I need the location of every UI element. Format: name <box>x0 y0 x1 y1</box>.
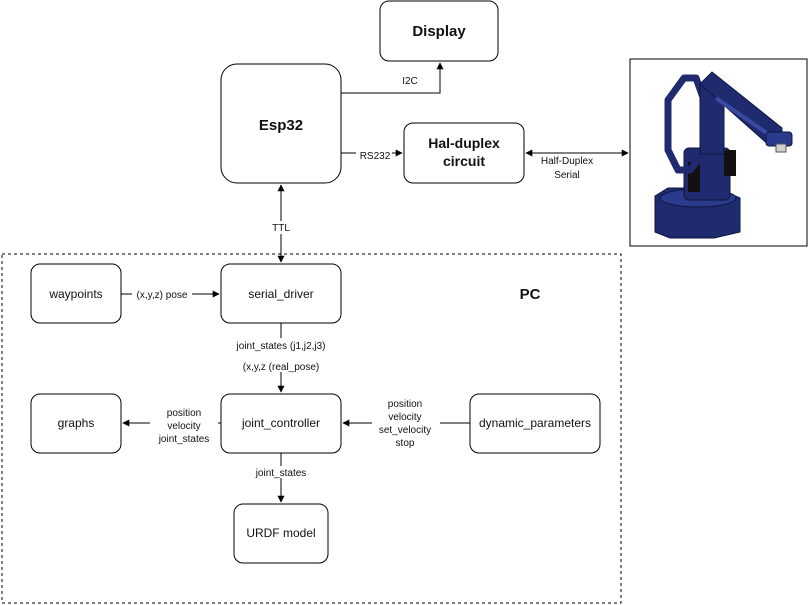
svg-text:circuit: circuit <box>443 153 485 169</box>
half-duplex-circuit-node[interactable]: Hal-duplex circuit <box>403 122 525 184</box>
edge-label-ttl: TTL <box>272 223 290 234</box>
edge-label-real-pose: (x,y,z (real_pose) <box>243 362 320 373</box>
edge-label-params-set-velocity: set_velocity <box>379 425 431 436</box>
display-node[interactable]: Display <box>379 0 499 62</box>
edge-label-i2c: I2C <box>402 76 418 87</box>
edge-label-half-duplex-serial-1: Half-Duplex <box>541 156 593 167</box>
robot-arm-icon <box>654 71 793 239</box>
edge-label-params-position: position <box>388 399 422 410</box>
svg-text:Esp32: Esp32 <box>259 117 303 134</box>
svg-text:URDF model: URDF model <box>246 526 315 540</box>
dynamic-parameters-node[interactable]: dynamic_parameters <box>469 393 601 454</box>
svg-text:serial_driver: serial_driver <box>248 287 313 301</box>
edge-label-half-duplex-serial-2: Serial <box>554 170 580 181</box>
edge-label-rs232: RS232 <box>360 151 391 162</box>
waypoints-node[interactable]: waypoints <box>30 263 122 324</box>
svg-text:Display: Display <box>412 23 466 40</box>
edge-label-graphs-joint-states: joint_states <box>158 434 210 445</box>
edge-label-urdf-joint-states: joint_states <box>255 468 307 479</box>
edge-i2c <box>341 62 444 94</box>
pc-group-label: PC <box>520 286 541 303</box>
edge-label-joint-states-j: joint_states (j1,j2,j3) <box>236 341 326 352</box>
edge-label-pose: (x,y,z) pose <box>137 290 188 301</box>
svg-text:waypoints: waypoints <box>48 287 102 301</box>
joint-controller-node[interactable]: joint_controller <box>220 393 342 454</box>
edge-label-graphs-position: position <box>167 408 201 419</box>
serial-driver-node[interactable]: serial_driver <box>220 263 342 324</box>
edge-label-params-velocity: velocity <box>388 412 421 423</box>
svg-text:joint_controller: joint_controller <box>241 416 320 430</box>
svg-text:dynamic_parameters: dynamic_parameters <box>479 416 591 430</box>
urdf-model-node[interactable]: URDF model <box>233 503 329 564</box>
svg-text:graphs: graphs <box>58 416 95 430</box>
svg-text:Hal-duplex: Hal-duplex <box>428 135 500 151</box>
edge-label-graphs-velocity: velocity <box>167 421 200 432</box>
pc-group-boundary <box>1 253 622 604</box>
esp32-node[interactable]: Esp32 <box>220 63 342 184</box>
graphs-node[interactable]: graphs <box>30 393 122 454</box>
edge-label-params-stop: stop <box>396 438 415 449</box>
